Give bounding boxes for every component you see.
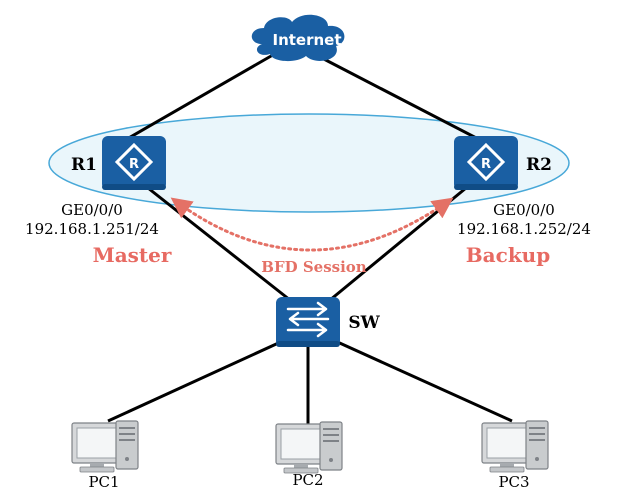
switch-icon — [276, 297, 340, 347]
pc3 — [481, 420, 549, 473]
router-r1-name: R1 — [71, 155, 97, 175]
router-r2-role: Backup — [466, 243, 550, 267]
pc2-label: PC2 — [292, 471, 323, 489]
links — [107, 50, 513, 426]
pc-icon — [481, 420, 549, 473]
router-r1-ip: 192.168.1.251/24 — [25, 220, 159, 238]
router-icon — [102, 136, 166, 190]
link-sw-pc3 — [332, 338, 513, 423]
router-r2-name: R2 — [526, 155, 552, 175]
router-r2: R — [454, 136, 518, 190]
pc1 — [71, 420, 139, 473]
link-internet-r1 — [119, 50, 279, 145]
pc-icon — [275, 421, 343, 474]
link-sw-pc1 — [107, 338, 286, 423]
svg-text:R: R — [129, 157, 139, 172]
pc2 — [275, 421, 343, 474]
router-r1-interface: GE0/0/0 — [61, 201, 123, 219]
pc1-label: PC1 — [88, 473, 119, 491]
pc-icon — [71, 420, 139, 473]
router-icon — [454, 136, 518, 190]
link-internet-r2 — [317, 54, 487, 145]
router-r2-interface: GE0/0/0 — [493, 201, 555, 219]
bfd-session-label: BFD Session — [261, 258, 367, 276]
router-r2-ip: 192.168.1.252/24 — [457, 220, 591, 238]
switch-label: SW — [348, 313, 380, 333]
pc3-label: PC3 — [498, 473, 529, 491]
bfd-session-arrow — [170, 197, 454, 252]
svg-text:R: R — [481, 157, 491, 172]
cloud-label: Internet — [272, 31, 341, 49]
cloud-icon: Internet — [251, 14, 345, 62]
router-r1: R — [102, 136, 166, 190]
router-r1-role: Master — [93, 243, 172, 267]
